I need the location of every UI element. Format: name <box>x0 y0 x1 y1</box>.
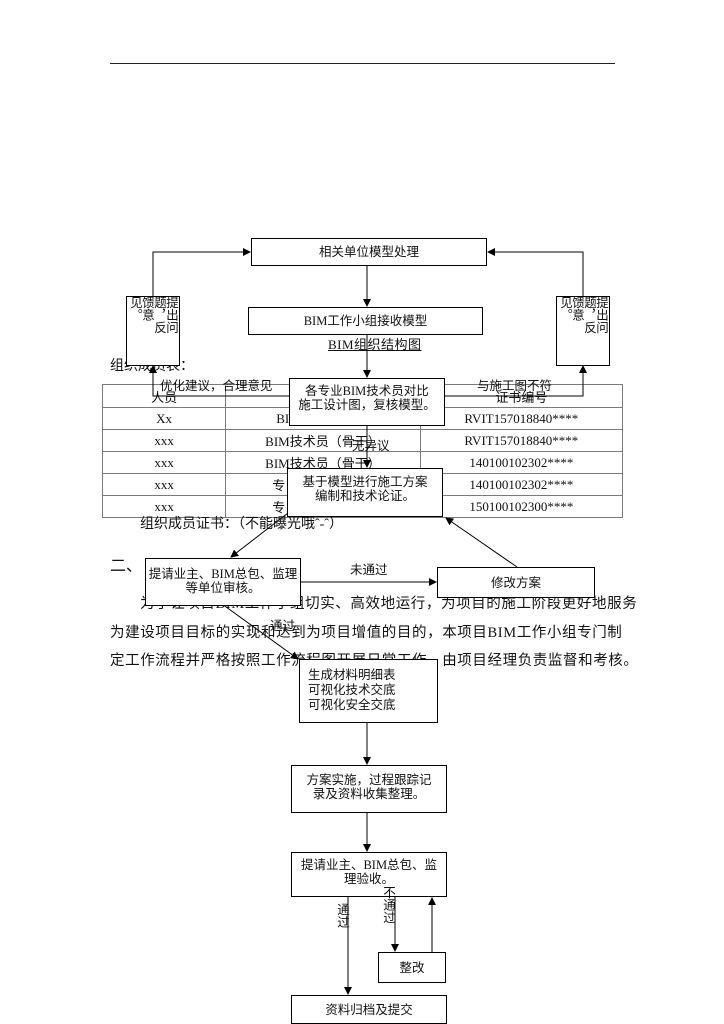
node-outputs-line-2: 可视化技术交底 <box>308 683 396 697</box>
paragraph-line-2: 为建设项目目标的实现和达到为项目增值的目的，本项目BIM工作小组专门制 <box>110 625 623 641</box>
cell-role: BIM技术员（骨干） <box>225 429 421 452</box>
node-implementation-line-1: 方案实施，过程跟踪记 <box>306 773 432 787</box>
node-outputs-line-1: 生成材料明细表 <box>308 668 396 682</box>
label-inconsistent-with-drawings: 与施工图不符 <box>477 379 553 393</box>
node-archive-label: 资料归档及提交 <box>325 1002 413 1017</box>
edge-feedback-right-to-model-processing <box>487 248 584 296</box>
node-feedback-right-label: 提出问题，反馈意见。 <box>558 296 608 334</box>
node-feedback-right: 提出问题，反馈意见。 <box>556 296 610 366</box>
node-outputs-line-3: 可视化安全交底 <box>308 698 396 712</box>
label-failed-acceptance: 不通过 <box>381 886 395 924</box>
node-archive-submit: 资料归档及提交 <box>291 995 447 1024</box>
label-not-passed-review: 未通过 <box>350 563 388 577</box>
node-implementation: 方案实施，过程跟踪记 录及资料收集整理。 <box>291 765 447 813</box>
node-rectify: 整改 <box>378 952 446 983</box>
node-team-receive-model: BIM工作小组接收模型 <box>248 307 483 335</box>
cell-name: xxx <box>101 473 227 496</box>
cell-certificate: 150100102300**** <box>419 495 624 518</box>
node-implementation-line-2: 录及资料收集整理。 <box>312 787 426 801</box>
node-revise-plan: 修改方案 <box>437 567 595 598</box>
cell-certificate: RVIT157018840**** <box>419 407 624 430</box>
edge-revise-to-plan <box>445 517 518 568</box>
node-plan-line-2: 编制和技术论证。 <box>314 489 415 503</box>
label-passed-acceptance: 通过 <box>335 903 349 928</box>
node-compare-drawings: 各专业BIM技术员对比 施工设计图，复核模型。 <box>289 378 445 426</box>
cell-certificate: 140100102302**** <box>419 473 624 496</box>
label-no-objection: 无异议 <box>352 439 390 453</box>
node-compare-line-1: 各专业BIM技术员对比 <box>305 384 429 398</box>
node-submit-acceptance: 提请业主、BIM总包、监 理验收。 <box>291 852 447 897</box>
org-chart-title: BIM组织结构图 <box>328 337 422 352</box>
cell-certificate: 140100102302**** <box>419 451 624 474</box>
label-optimization-suggestions: 优化建议，合理意见 <box>160 379 273 393</box>
certificates-note: 组织成员证书：（不能曝光哦ˆ-ˆ） <box>140 517 343 532</box>
node-model-processing: 相关单位模型处理 <box>251 238 487 266</box>
table-row: xxx BIM技术员（骨干） RVIT157018840**** <box>101 429 624 452</box>
node-rectify-label: 整改 <box>399 960 425 975</box>
node-team-receive-model-label: BIM工作小组接收模型 <box>303 314 428 328</box>
cell-name: Xx <box>101 407 227 430</box>
cell-name: xxx <box>101 451 227 474</box>
node-plan-compilation: 基于模型进行施工方案 编制和技术论证。 <box>287 468 443 517</box>
section-heading: 二、 <box>110 558 143 575</box>
node-compare-line-2: 施工设计图，复核模型。 <box>298 398 436 412</box>
node-model-processing-label: 相关单位模型处理 <box>318 245 419 259</box>
page-header-rule <box>110 63 615 64</box>
node-generate-outputs: 生成材料明细表 可视化技术交底 可视化安全交底 <box>299 659 438 723</box>
node-submit-review-line-2: 等单位审核。 <box>185 581 261 595</box>
node-acceptance-line-1: 提请业主、BIM总包、监 <box>300 858 438 872</box>
label-passed-review: 通过 <box>270 619 296 633</box>
node-acceptance-line-2: 理验收。 <box>343 872 394 886</box>
node-plan-line-1: 基于模型进行施工方案 <box>302 475 428 489</box>
node-submit-review-line-1: 提请业主、BIM总包、监理 <box>148 567 298 581</box>
node-feedback-left-label: 提出问题，反馈意见。 <box>128 296 178 334</box>
cell-name: xxx <box>101 495 227 518</box>
node-feedback-left: 提出问题，反馈意见。 <box>126 296 180 366</box>
edge-feedback-left-to-model-processing <box>152 248 251 296</box>
cell-certificate: RVIT157018840**** <box>419 429 624 452</box>
node-submit-review: 提请业主、BIM总包、监理 等单位审核。 <box>145 558 301 606</box>
cell-name: xxx <box>101 429 227 452</box>
node-revise-plan-label: 修改方案 <box>490 575 541 590</box>
